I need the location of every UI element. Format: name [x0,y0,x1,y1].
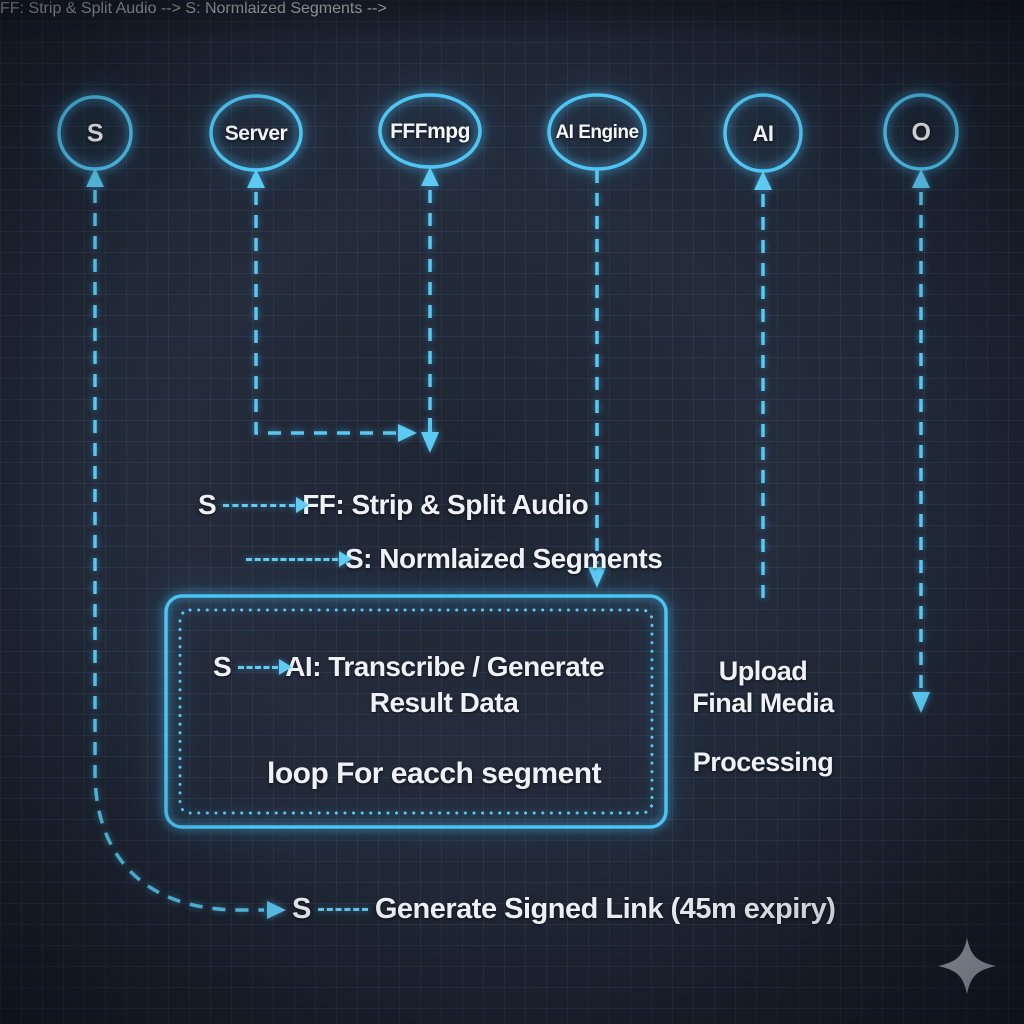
message-transcribe-generate: S AI: Transcribe / Generate [213,651,605,683]
annotation-processing: Processing [692,747,834,777]
message-text-result-data: Result Data [369,687,519,718]
message-source-label: S [198,489,217,520]
dashed-line-icon [317,908,368,911]
annotation-upload: Upload [718,656,808,686]
dashed-arrow-right-icon [223,497,310,513]
participant-label-ai-engine: AI Engine [555,122,639,143]
message-strip-split: S FF: Strip & Split Audio [198,489,589,521]
arrowhead-up-ai [754,171,772,190]
message-source-label: S [292,893,311,925]
participant-label-ai: AI [752,121,775,146]
participant-label-o: O [911,118,931,147]
annotation-final-media: Final Media [692,688,834,718]
participant-label-server: Server [224,122,288,145]
arrowhead-up-o [912,169,930,188]
sparkle-icon [938,938,996,994]
dashed-arrow-right-icon [246,551,352,567]
message-normalized-segments: S: Normlaized Segments [246,543,663,575]
participant-label-s: S [86,119,104,148]
arrowhead-down-o [912,692,930,713]
arrowhead-up-s [86,168,104,187]
arrowhead-down-fffmpg [421,432,439,453]
message-signed-link: S Generate Signed Link (45m expiry) [292,893,836,926]
message-source-label: S [213,651,232,682]
message-text: Generate Signed Link (45m expiry) [374,893,836,925]
arrowhead-right-server-to-fffmpg [398,424,417,442]
participant-label-fffmpg: FFFmpg [390,120,470,143]
dashed-arrow-right-icon [238,659,293,675]
message-text: AI: Transcribe / Generate [285,651,605,682]
arrowhead-right-bottom-curve [267,901,286,919]
message-text: FF: Strip & Split Audio [302,489,589,520]
arrowhead-up-fffmpg [421,167,439,186]
loop-label: loop For eacch segment [267,757,602,790]
arrowhead-up-server [247,169,265,188]
message-text: S: Normlaized Segments [345,543,663,574]
lifeline-server [254,192,396,435]
